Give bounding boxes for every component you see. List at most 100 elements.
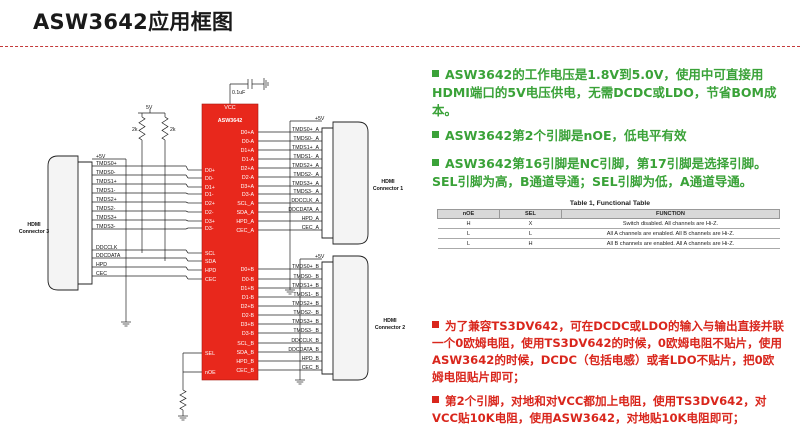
connector-3-signal: CEC (96, 271, 107, 277)
table-header-row: nOE SEL FUNCTION (437, 209, 780, 219)
table-cell: L (437, 228, 500, 239)
wire (185, 201, 189, 204)
resistor-value: 2k (170, 127, 176, 133)
red-note-2-text: 第2个引脚，对地和对VCC都加上电阻，使用TS3DV642，对VCC贴10K电阻… (432, 394, 767, 425)
chip-pin-label: D1+ (205, 185, 215, 191)
chip-name-label: ASW3642 (218, 118, 243, 124)
wire (185, 192, 189, 195)
table-cell: All A channels are enabled. All B channe… (561, 228, 780, 239)
chip-pin-label: SCL (205, 251, 215, 257)
supply-label: 5V (146, 105, 153, 111)
chip-pin-label: HPD_B (236, 359, 254, 365)
bullet-square-icon (432, 396, 439, 403)
chip-pin-label: D2-A (242, 175, 255, 181)
red-note-1-text: 为了兼容TS3DV642，可在DCDC或LDO的输入与输出直接并联一个0欧姆电阻… (432, 319, 784, 384)
chip-pin-label: D3-B (242, 331, 255, 337)
table-header: nOE (437, 209, 500, 219)
connector-1-signal: TMDS3-_A (293, 189, 319, 195)
hdmi-connector-2-shell (321, 261, 333, 375)
table-cell: L (437, 238, 500, 249)
connector-1-signal: TMDS0+_A (292, 127, 319, 133)
table-cell: X (499, 218, 562, 229)
chip-pin-label: HPD_A (236, 219, 254, 225)
chip-pin-label: SDA_A (237, 210, 255, 216)
chip-pin-label: D1+A (241, 148, 255, 154)
chip-pin-label: D0- (205, 176, 214, 182)
chip-vcc-label: VCC (224, 105, 235, 111)
note-2-text: ASW3642第2个引脚是nOE，低电平有效 (445, 128, 687, 143)
table-header: SEL (499, 209, 562, 219)
chip-pin-label: D3+B (241, 322, 255, 328)
connector-2-signal: HPD_B (302, 356, 320, 362)
chip-pin-label: D0+B (241, 267, 255, 273)
connector-2-label: Connector 2 (375, 325, 405, 331)
wire (185, 219, 189, 222)
connector-3-label: HDMI (27, 222, 41, 228)
wire (185, 183, 189, 188)
chip-pin-label: D0+A (241, 130, 255, 136)
resistor-value: 2k (132, 127, 138, 133)
chip-pin-label: D2+ (205, 201, 215, 207)
resistor-symbol (161, 116, 169, 141)
chip-pin-label: CEC_B (236, 368, 254, 374)
hdmi-connector-1 (332, 121, 369, 245)
hdmi-connector-3-shell (78, 161, 93, 285)
connector-1-signal: HPD_A (302, 216, 320, 222)
note-1: ASW3642的工作电压是1.8V到5.0V，使用中可直接用HDMI端口的5V电… (432, 66, 782, 120)
connector-3-signal: TMDS1- (96, 188, 116, 194)
red-note-2: 第2个引脚，对地和对VCC都加上电阻，使用TS3DV642，对VCC贴10K电阻… (432, 393, 784, 427)
supply-label: +5V (315, 254, 325, 260)
connector-1-signal: TMDS3+_A (292, 181, 319, 187)
wire (185, 249, 189, 254)
chip-pin-label: D1-B (242, 295, 255, 301)
connector-2-signal: TMDS2-_B (293, 310, 319, 316)
connector-1-signal: DDCDATA_A (288, 207, 319, 213)
connector-1-label: Connector 1 (373, 186, 403, 192)
connector-2-signal: TMDS0-_B (293, 274, 319, 280)
connector-2-signal: DDCCLK_B (291, 338, 319, 344)
page-title: ASW3642应用框图 (33, 10, 234, 34)
chip-pin-label: D1-A (242, 157, 255, 163)
note-2: ASW3642第2个引脚是nOE，低电平有效 (432, 127, 782, 145)
table-cell: H (499, 238, 562, 249)
chip-pin-label: D1+B (241, 286, 255, 292)
wire (185, 257, 189, 262)
chip-pin-label: SEL (205, 351, 215, 357)
table-row: L L All A channels are enabled. All B ch… (437, 228, 780, 239)
hdmi-connector-3 (47, 155, 79, 291)
chip-pin-label: D0-A (242, 139, 255, 145)
chip-pin-label: CEC_A (236, 228, 254, 234)
connector-2-signal: TMDS2+_B (292, 301, 319, 307)
bullet-square-icon (432, 70, 439, 77)
table-header: FUNCTION (561, 209, 780, 219)
connector-2-signal: DDCDATA_B (288, 347, 319, 353)
connector-1-signal: TMDS2+_A (292, 163, 319, 169)
wire (185, 266, 189, 271)
capacitor-value: 0.1uF (232, 90, 245, 96)
table-cell: Switch disabled. All channels are Hi-Z. (561, 218, 780, 229)
connector-3-label: Connector 3 (19, 229, 49, 235)
title-divider (0, 46, 800, 47)
wire (185, 227, 189, 230)
bullet-square-icon (432, 131, 439, 138)
table-cell: L (499, 228, 562, 239)
connector-3-signal: TMDS2+ (96, 197, 117, 203)
connector-3-signal: TMDS3- (96, 224, 116, 230)
chip-pin-label: D2+B (241, 304, 255, 310)
red-note-1: 为了兼容TS3DV642，可在DCDC或LDO的输入与输出直接并联一个0欧姆电阻… (432, 318, 784, 386)
connector-2-signal: TMDS1+_B (292, 283, 319, 289)
note-3: ASW3642第16引脚是NC引脚，第17引脚是选择引脚。SEL引脚为高，B通道… (432, 155, 782, 191)
wire (185, 174, 189, 179)
connector-2-signal: TMDS3-_B (293, 328, 319, 334)
chip-pin-label: nOE (205, 370, 216, 376)
connector-2-signal: TMDS3+_B (292, 319, 319, 325)
chip-pin-label: D3- (205, 226, 214, 232)
connector-1-signal: TMDS1+_A (292, 145, 319, 151)
chip-pin-label: D0+ (205, 168, 215, 174)
hdmi-connector-1-shell (321, 127, 333, 239)
connector-3-signal: TMDS0- (96, 170, 116, 176)
table-row: L H All B channels are enabled. All A ch… (437, 238, 780, 249)
connector-3-signal: TMDS3+ (96, 215, 117, 221)
resistor-symbol (138, 116, 146, 141)
